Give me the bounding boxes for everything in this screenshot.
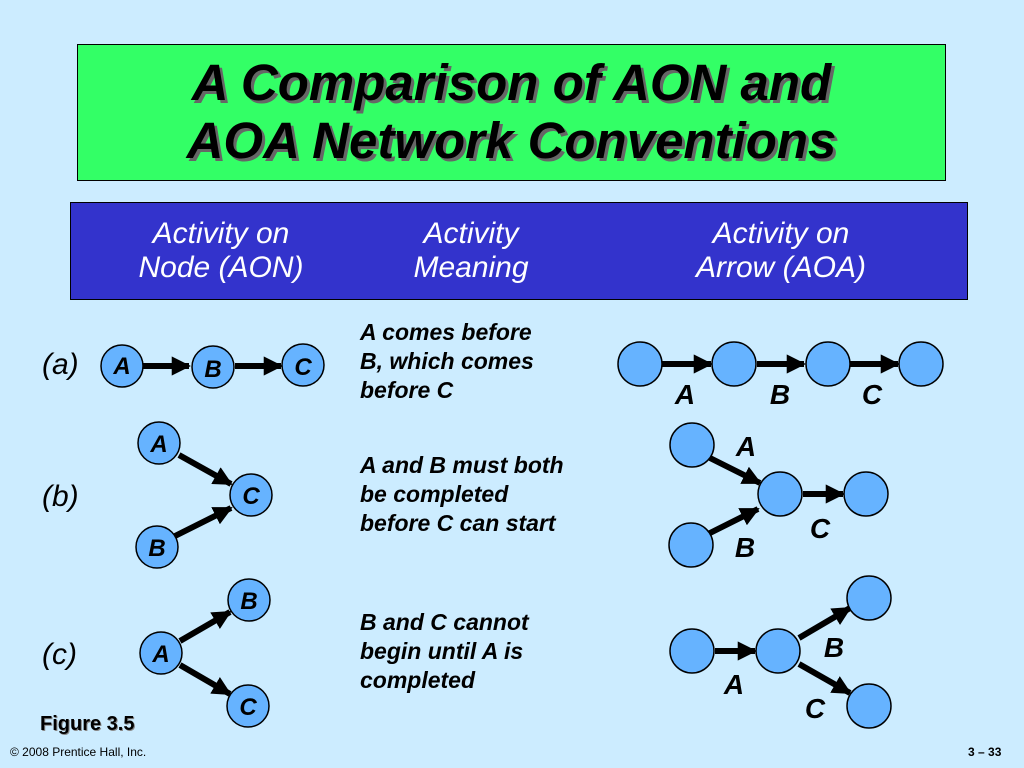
header-aoa-line-1: Activity on	[712, 217, 850, 250]
row-label-a: (a)	[42, 348, 79, 381]
meaning-b: A and B must both be completed before C …	[360, 451, 564, 538]
aon-diagram-b: A C B	[135, 421, 273, 569]
aoa-diagram-b: A B C	[668, 422, 889, 568]
header-aon-line-2: Node (AON)	[138, 251, 304, 284]
event-node-4	[843, 471, 889, 517]
title-line-1: A Comparison of AON and	[191, 54, 832, 111]
arrow-label-b: B	[770, 379, 790, 410]
event-node-2	[755, 628, 801, 674]
row-label-b: (b)	[42, 480, 79, 513]
event-node-1	[617, 341, 663, 387]
meaning-a: A comes before B, which comes before C	[360, 318, 534, 405]
arrow-label-a: A	[735, 431, 756, 462]
arrow-activity-b	[797, 605, 852, 641]
arrow-activity-b	[706, 506, 760, 537]
arrow-label-a: A	[723, 669, 744, 700]
node-b	[191, 345, 235, 389]
node-a-label: A	[112, 353, 130, 380]
meaning-c: B and C cannot begin until A is complete…	[360, 608, 529, 695]
node-a	[139, 631, 183, 675]
node-a-label: A	[149, 431, 167, 458]
arrow-label-b: B	[735, 532, 755, 563]
node-b	[135, 525, 179, 569]
header-aon-line-1: Activity on	[152, 217, 290, 250]
node-b-label: B	[148, 535, 165, 562]
meaning-c-line-3: completed	[360, 667, 476, 693]
header-meaning-line-2: Meaning	[413, 251, 529, 284]
header-meaning: Activity Meaning	[371, 217, 571, 285]
figure-label: Figure 3.5	[40, 713, 135, 735]
header-aoa: Activity on Arrow (AOA)	[661, 217, 901, 285]
header-meaning-line-1: Activity	[423, 217, 519, 250]
meaning-a-line-2: B, which comes	[360, 348, 534, 374]
row-label-c: (c)	[42, 638, 77, 671]
arrow-a-to-c	[177, 452, 233, 487]
event-node-2	[711, 341, 757, 387]
node-c-label: C	[294, 354, 312, 381]
node-c	[281, 343, 325, 387]
arrow-label-c: C	[805, 693, 826, 724]
event-node-3	[757, 471, 803, 517]
meaning-c-line-2: begin until A is	[360, 638, 524, 664]
column-header-bar: Activity on Node (AON) Activity Meaning …	[70, 202, 968, 300]
node-b-label: B	[240, 588, 257, 615]
arrow-activity-a	[708, 455, 762, 486]
copyright-footer: © 2008 Prentice Hall, Inc.	[10, 745, 147, 759]
arrow-a-to-c	[178, 662, 232, 697]
event-node-1	[669, 628, 715, 674]
title-line-2: AOA Network Conventions	[186, 112, 837, 169]
page-number: 3 – 33	[968, 745, 1002, 759]
aoa-diagram-a: A B C	[617, 341, 944, 410]
meaning-a-line-3: before C	[360, 377, 454, 403]
event-node-4	[846, 683, 892, 729]
arrow-a-to-b	[178, 609, 232, 644]
node-a	[100, 344, 144, 388]
arrow-activity-c	[797, 661, 852, 696]
event-node-1	[669, 422, 715, 468]
node-a-label: A	[151, 641, 169, 668]
meaning-c-line-1: B and C cannot	[360, 609, 529, 635]
meaning-a-line-1: A comes before	[360, 319, 532, 345]
node-c	[229, 473, 273, 517]
node-c-label: C	[242, 483, 260, 510]
title-box: A Comparison of AON and AOA Network Conv…	[77, 44, 946, 181]
meaning-b-line-2: be completed	[360, 481, 509, 507]
node-a	[137, 421, 181, 465]
event-node-2	[668, 522, 714, 568]
arrow-label-a: A	[674, 379, 695, 410]
arrow-label-c: C	[810, 513, 831, 544]
meaning-b-line-1: A and B must both	[360, 452, 564, 478]
header-aon: Activity on Node (AON)	[111, 217, 331, 285]
node-c-label: C	[239, 694, 257, 721]
node-c	[226, 684, 270, 728]
arrow-b-to-c	[173, 505, 233, 539]
header-aoa-line-2: Arrow (AOA)	[695, 251, 866, 284]
arrow-label-c: C	[862, 379, 883, 410]
aoa-diagram-c: A B C	[669, 575, 892, 729]
node-b-label: B	[204, 356, 221, 383]
arrow-label-b: B	[824, 632, 844, 663]
meaning-b-line-3: before C can start	[360, 510, 556, 536]
node-b	[227, 578, 271, 622]
event-node-4	[898, 341, 944, 387]
aon-diagram-c: B A C	[139, 578, 271, 728]
aon-diagram-a: A B C	[100, 343, 325, 389]
event-node-3	[846, 575, 892, 621]
event-node-3	[805, 341, 851, 387]
